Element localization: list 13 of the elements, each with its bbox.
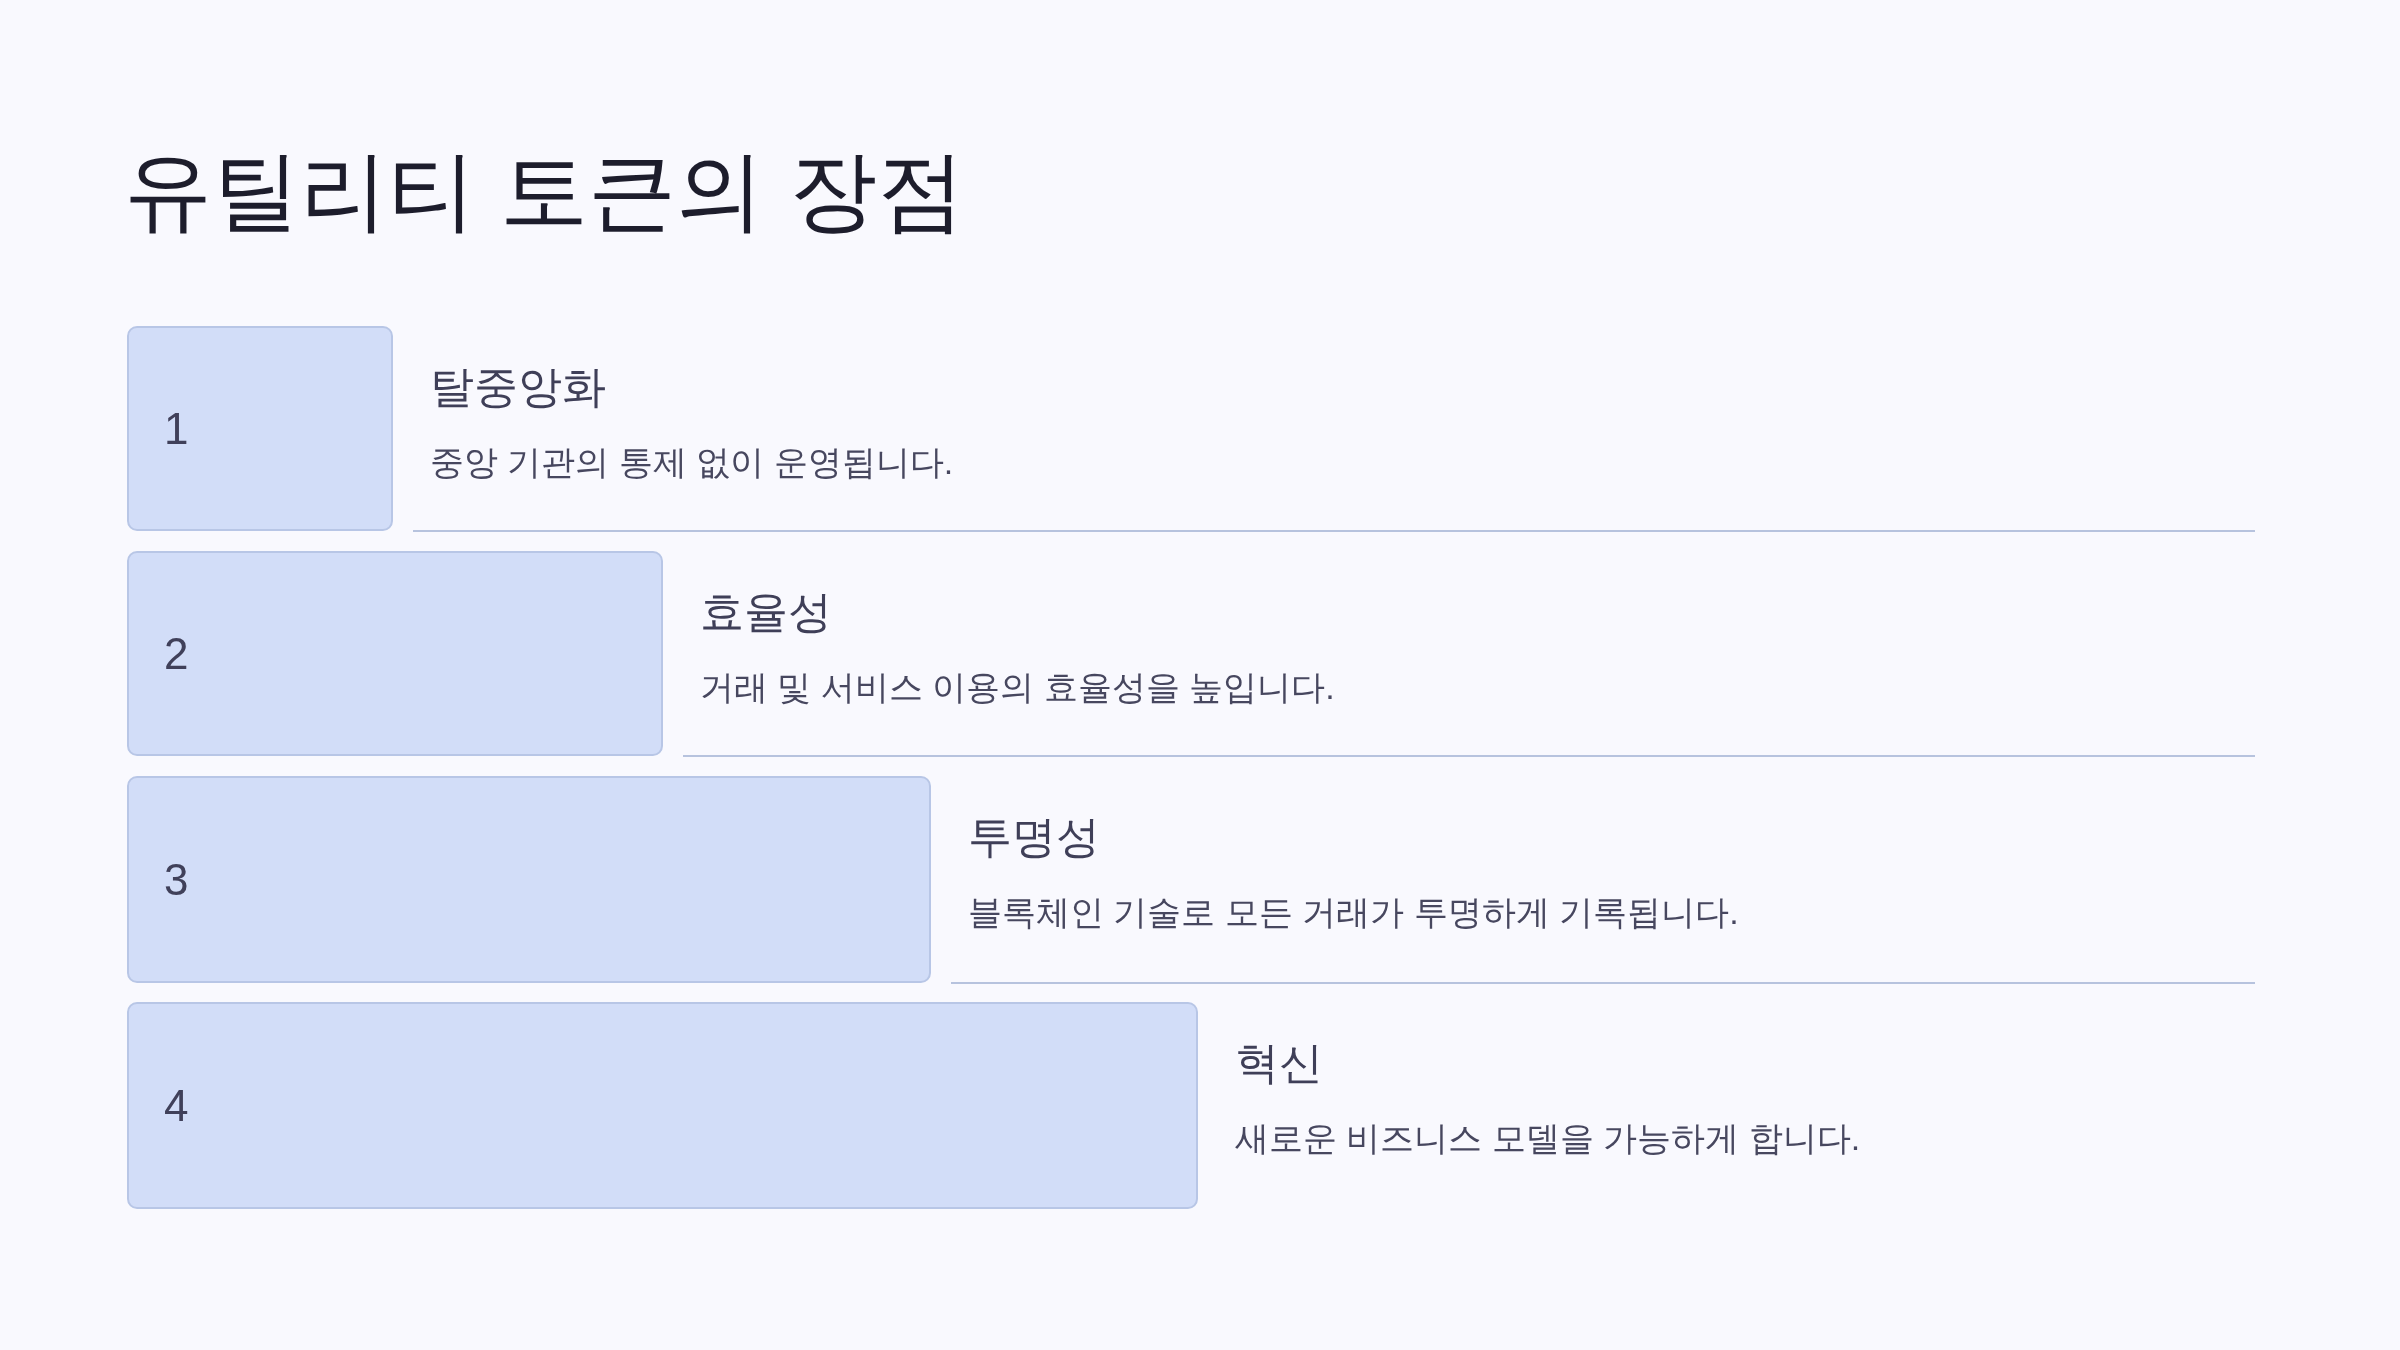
number-box: 1 bbox=[127, 326, 393, 531]
item-description: 거래 및 서비스 이용의 효율성을 높입니다. bbox=[700, 667, 1335, 708]
item-description: 블록체인 기술로 모든 거래가 투명하게 기록됩니다. bbox=[968, 892, 1739, 933]
title: 유틸리티 토큰의 장점 bbox=[124, 140, 965, 242]
item-heading: 효율성 bbox=[700, 586, 832, 638]
item-heading: 투명성 bbox=[968, 811, 1100, 863]
item-description: 새로운 비즈니스 모델을 가능하게 합니다. bbox=[1235, 1118, 1861, 1159]
item-heading: 탈중앙화 bbox=[430, 361, 606, 413]
number-box: 2 bbox=[127, 551, 663, 756]
item-description: 중앙 기관의 통제 없이 운영됩니다. bbox=[430, 442, 954, 483]
item-heading: 혁신 bbox=[1235, 1037, 1323, 1089]
number-box: 3 bbox=[127, 776, 931, 983]
number-box: 4 bbox=[127, 1002, 1198, 1209]
